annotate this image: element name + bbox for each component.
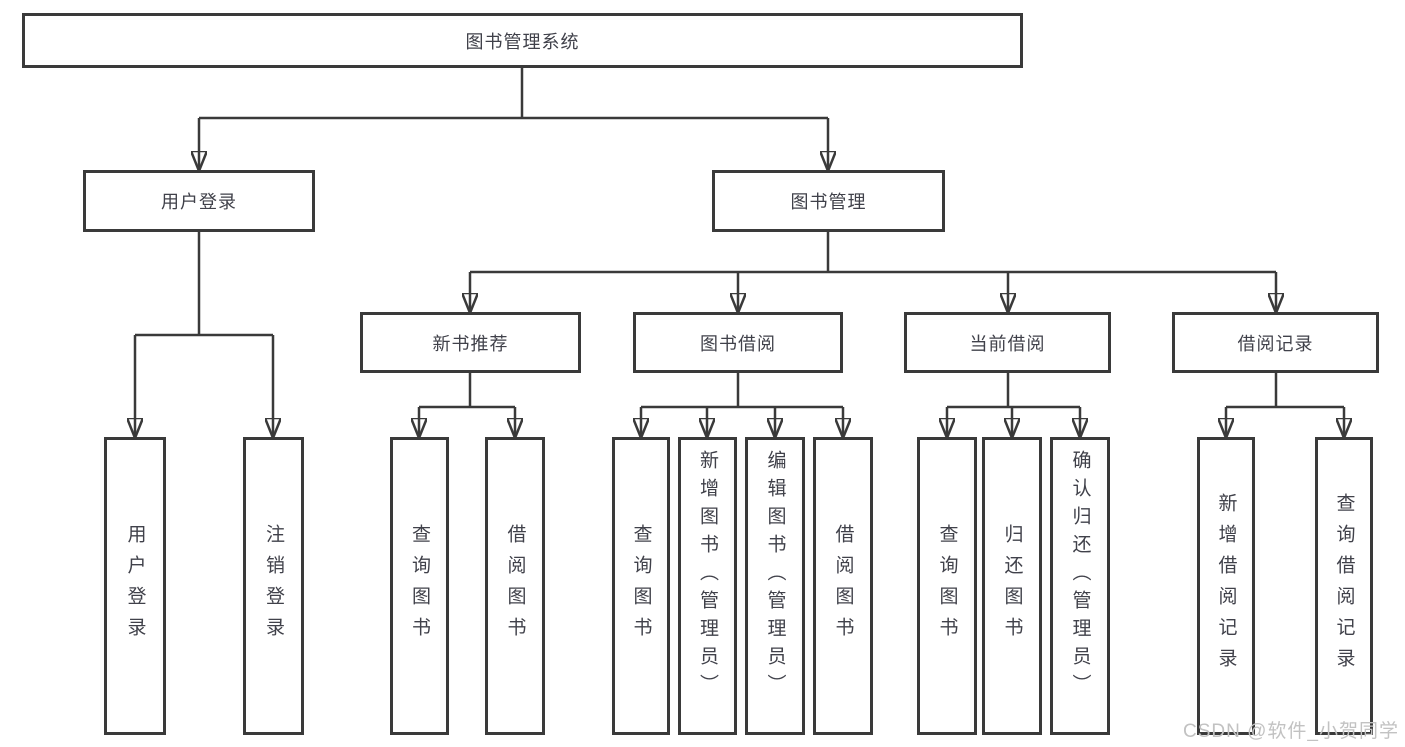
leaf-label: 查询图书 [409,524,430,648]
leaf-label: 查询借阅记录 [1333,493,1355,679]
leaf-label: 借阅图书 [504,524,526,648]
node-book-borrow: 图书借阅 [633,312,843,373]
node-current-borrow: 当前借阅 [904,312,1111,373]
leaf-label: 新增图书（管理员） [697,450,718,702]
node-borrow-records: 借阅记录 [1172,312,1379,373]
leaf-query-books-borrow: 查询图书 [612,437,670,735]
leaf-label: 查询图书 [936,524,958,648]
leaf-label: 用户登录 [124,524,146,648]
leaf-label: 查询图书 [630,524,652,648]
leaf-query-borrow-record: 查询借阅记录 [1315,437,1373,735]
leaf-borrow-books-recommend: 借阅图书 [485,437,545,735]
leaf-add-borrow-record: 新增借阅记录 [1197,437,1255,735]
leaf-confirm-return-admin: 确认归还（管理员） [1050,437,1110,735]
node-user-login-branch: 用户登录 [83,170,315,232]
leaf-query-books-recommend: 查询图书 [390,437,449,735]
leaf-label: 归还图书 [1001,524,1023,648]
leaf-label: 注销登录 [263,524,284,648]
leaf-borrow-books: 借阅图书 [813,437,873,735]
leaf-user-login: 用户登录 [104,437,166,735]
leaf-return-books: 归还图书 [982,437,1042,735]
node-library-system: 图书管理系统 [22,13,1023,68]
leaf-label: 确认归还（管理员） [1069,450,1091,702]
leaf-label: 借阅图书 [832,524,854,648]
node-book-management: 图书管理 [712,170,945,232]
node-new-book-recommend: 新书推荐 [360,312,581,373]
leaf-add-books-admin: 新增图书（管理员） [678,437,737,735]
leaf-edit-books-admin: 编辑图书（管理员） [745,437,805,735]
leaf-label: 编辑图书（管理员） [764,450,786,702]
leaf-label: 新增借阅记录 [1215,493,1237,679]
leaf-logout: 注销登录 [243,437,304,735]
csdn-watermark: CSDN @软件_小贺同学 [1183,721,1399,742]
leaf-query-books-current: 查询图书 [917,437,977,735]
